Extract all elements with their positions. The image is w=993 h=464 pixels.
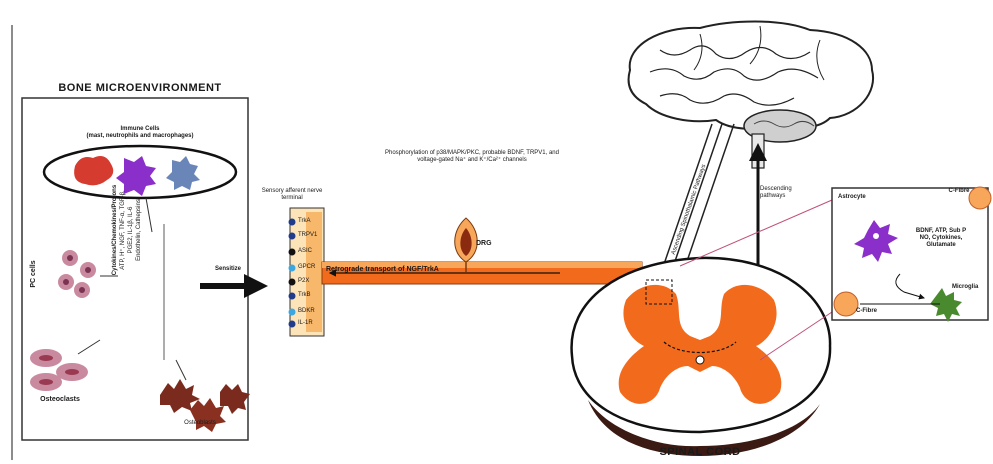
receptor-label-8: IL-1R [298,320,328,327]
receptor-label-3: ASIC [298,248,328,255]
glia-mediator-3: Glutamate [926,242,955,248]
receptor-label-5: P2X [298,278,328,285]
osteoblasts-label: Osteoblasts [170,420,230,427]
drg-label: DRG [476,240,506,248]
sensitize-label: Sensitize [200,266,256,273]
mediator-line-2: ATP, H⁺, NGF, TNF-α, TGF-β, [120,160,127,300]
immune-cells-heading: Immune Cells (mast, neutrophils and macr… [80,126,200,140]
glia-mediators: BDNF, ATP, Sub P NO, Cytokines, Glutamat… [900,228,982,249]
descending-pathway-label: Descending pathways [760,186,816,200]
mediator-line-4: Endothelin, Cathepsins [136,160,143,300]
microglia-label: Microglia [952,284,990,291]
c-fibre-bottom-terminal [834,292,858,316]
spinal-cord-label: SPINAL CORD [640,446,760,459]
osteoclasts-label: Osteoclasts [30,396,90,404]
receptor-label-4: GPCR [298,264,328,271]
spinal-cord-section [572,258,831,456]
pc-cells-label: PC cells [30,254,38,294]
receptor-label-1: TrkA [298,218,328,225]
c-fibre-top-label: C-Fibre [944,188,974,195]
brain-illustration [629,22,874,169]
receptor-label-6: TrkB [298,292,328,299]
c-fibre-bottom-label: C-Fibre [856,308,886,315]
astrocyte-nucleus [873,233,879,239]
glia-connector-top [680,200,832,266]
phosphorylation-text: Phosphorylation of p38/MAPK/PKC, probabl… [382,150,562,164]
mediator-list: Cytokines/Chemokines/Protons ATP, H⁺, NG… [112,160,142,300]
mediator-line-3: PGE2, IL-1β, IL-6 [128,160,135,300]
glia-mediator-1: BDNF, ATP, Sub P [916,228,966,234]
receptor-label-7: BDKR [298,308,328,315]
glia-mediator-2: NO, Cytokines, [920,235,963,241]
immune-sub-text: (mast, neutrophils and macrophages) [86,133,193,139]
immune-heading-text: Immune Cells [120,126,159,132]
bone-microenvironment-title: BONE MICROENVIRONMENT [40,82,240,95]
retrograde-label: Retrograde transport of NGF/TrkA [326,266,486,274]
receptor-labels: TrkA TRPV1 ASIC GPCR P2X TrkB BDKR IL-1R [298,0,328,464]
astrocyte-label: Astrocyte [838,194,888,201]
mediator-line-1: Cytokines/Chemokines/Protons [112,160,119,300]
receptor-label-2: TRPV1 [298,232,328,239]
